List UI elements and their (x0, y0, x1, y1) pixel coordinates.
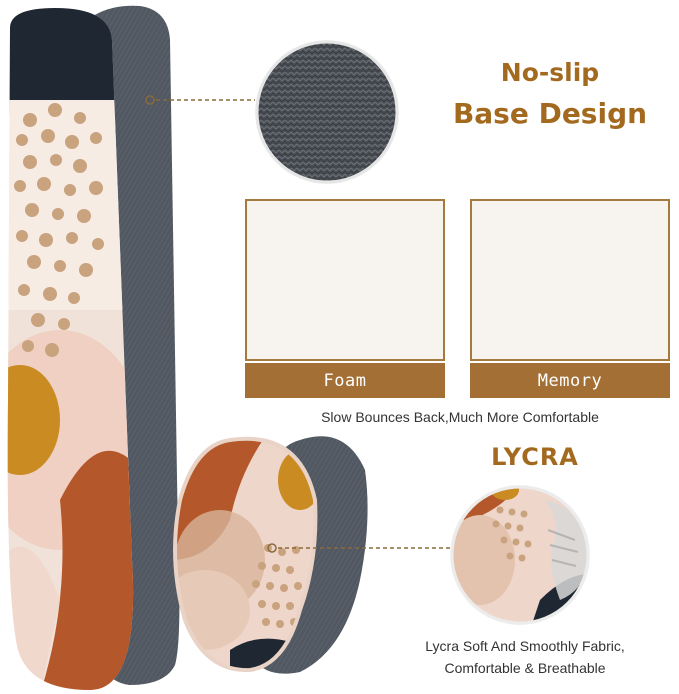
lycra-heading: LYCRA (491, 443, 579, 471)
no-slip-fabric-zoom (255, 40, 399, 184)
fabric-callout-line (145, 95, 255, 105)
lycra-caption-line2: Comfortable & Breathable (444, 660, 606, 676)
foam-label: Foam (245, 363, 445, 398)
foam-panel-frame (245, 199, 445, 361)
lycra-fabric-zoom (450, 485, 590, 625)
no-slip-heading-line2: Base Design (452, 97, 648, 130)
memory-panel-frame (470, 199, 670, 361)
memory-label: Memory (470, 363, 670, 398)
long-insole-top (7, 8, 134, 690)
lycra-callout-line (267, 543, 452, 553)
comparison-caption: Slow Bounces Back,Much More Comfortable (321, 409, 599, 425)
no-slip-heading-line1: No-slip (500, 58, 600, 87)
lycra-caption-line1: Lycra Soft And Smoothly Fabric, (425, 638, 625, 654)
